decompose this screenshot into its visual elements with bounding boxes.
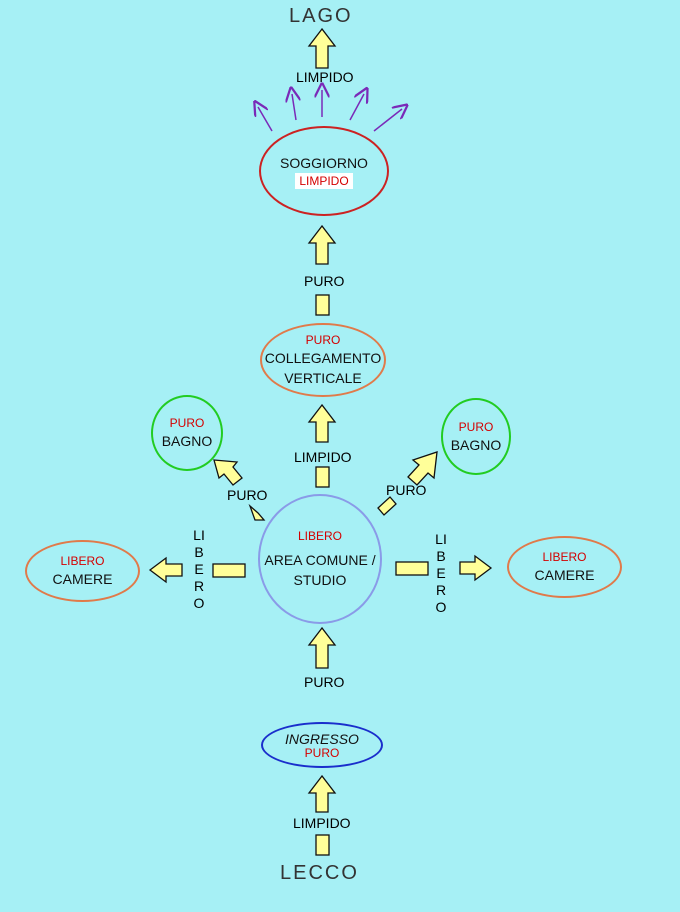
node-area-comune[interactable]: LIBERO AREA COMUNE / STUDIO: [258, 494, 382, 624]
bar-diag-right: [377, 496, 397, 516]
bar-left: [212, 563, 246, 578]
radiating-arrow-4: [349, 94, 364, 121]
arrow-right-camere: [459, 554, 493, 582]
arrow-up-ingresso: [307, 774, 337, 813]
edge-label-camere-left: LIBERO: [193, 527, 205, 611]
node-bagno-right-name: BAGNO: [450, 436, 502, 453]
node-bagno-right-quality: PURO: [458, 419, 494, 434]
radiating-arrow-5: [373, 109, 402, 132]
edge-label-soggiorno: PURO: [304, 273, 345, 289]
node-camere-left[interactable]: LIBERO CAMERE: [25, 540, 140, 602]
node-area-line1: AREA COMUNE /: [264, 552, 376, 568]
node-collegamento[interactable]: PURO COLLEGAMENTO VERTICALE: [260, 323, 386, 397]
node-ingresso-name: INGRESSO: [285, 730, 359, 747]
title-lecco: LECCO: [280, 862, 359, 884]
node-ingresso-quality: PURO: [304, 745, 340, 760]
node-camere-right-quality: LIBERO: [542, 550, 587, 564]
bar-lecco: [315, 834, 330, 856]
radiating-arrow-2: [292, 94, 296, 121]
arrow-up-area: [307, 626, 337, 669]
bar-right: [395, 561, 429, 576]
edge-label-bagno-right: PURO: [386, 482, 427, 498]
node-soggiorno-quality: LIMPIDO: [295, 173, 353, 189]
edge-label-lecco: LIMPIDO: [293, 815, 351, 831]
bar-area-top: [315, 466, 330, 488]
node-ingresso[interactable]: INGRESSO PURO: [261, 722, 383, 768]
node-area-quality: LIBERO: [297, 529, 342, 543]
title-lago: LAGO: [289, 5, 353, 27]
node-collegamento-quality: PURO: [305, 333, 341, 347]
node-bagno-left[interactable]: PURO BAGNO: [151, 395, 223, 471]
edge-label-lago: LIMPIDO: [296, 69, 354, 85]
arrow-diag-bagno-right: [407, 451, 438, 486]
arrow-diag-bagno-left: [213, 459, 243, 486]
arrow-left-camere: [148, 556, 183, 584]
node-camere-left-quality: LIBERO: [60, 554, 105, 568]
edge-label-ingresso: PURO: [304, 674, 345, 690]
radiating-arrow-1: [258, 107, 273, 132]
node-bagno-left-quality: PURO: [169, 416, 205, 430]
arrow-up-collegamento: [307, 403, 337, 443]
bar-diag-left: [248, 503, 266, 521]
edge-label-camere-right: LIBERO: [435, 531, 447, 615]
node-camere-left-name: CAMERE: [52, 571, 113, 587]
edge-label-bagno-left: PURO: [227, 487, 268, 503]
node-camere-right[interactable]: LIBERO CAMERE: [507, 536, 622, 598]
node-bagno-left-name: BAGNO: [161, 433, 213, 449]
node-bagno-right[interactable]: PURO BAGNO: [441, 398, 511, 475]
bar-collegamento-top: [315, 294, 330, 316]
node-collegamento-line2: VERTICALE: [284, 370, 362, 386]
node-area-line2: STUDIO: [293, 572, 347, 588]
edge-label-collegamento: LIMPIDO: [294, 449, 352, 465]
arrow-up-soggiorno: [307, 224, 337, 265]
arrow-up-lago: [307, 27, 337, 69]
node-collegamento-line1: COLLEGAMENTO: [264, 350, 382, 366]
node-camere-right-name: CAMERE: [534, 567, 595, 583]
node-soggiorno[interactable]: SOGGIORNO LIMPIDO: [259, 126, 389, 216]
node-soggiorno-name: SOGGIORNO: [280, 155, 368, 171]
